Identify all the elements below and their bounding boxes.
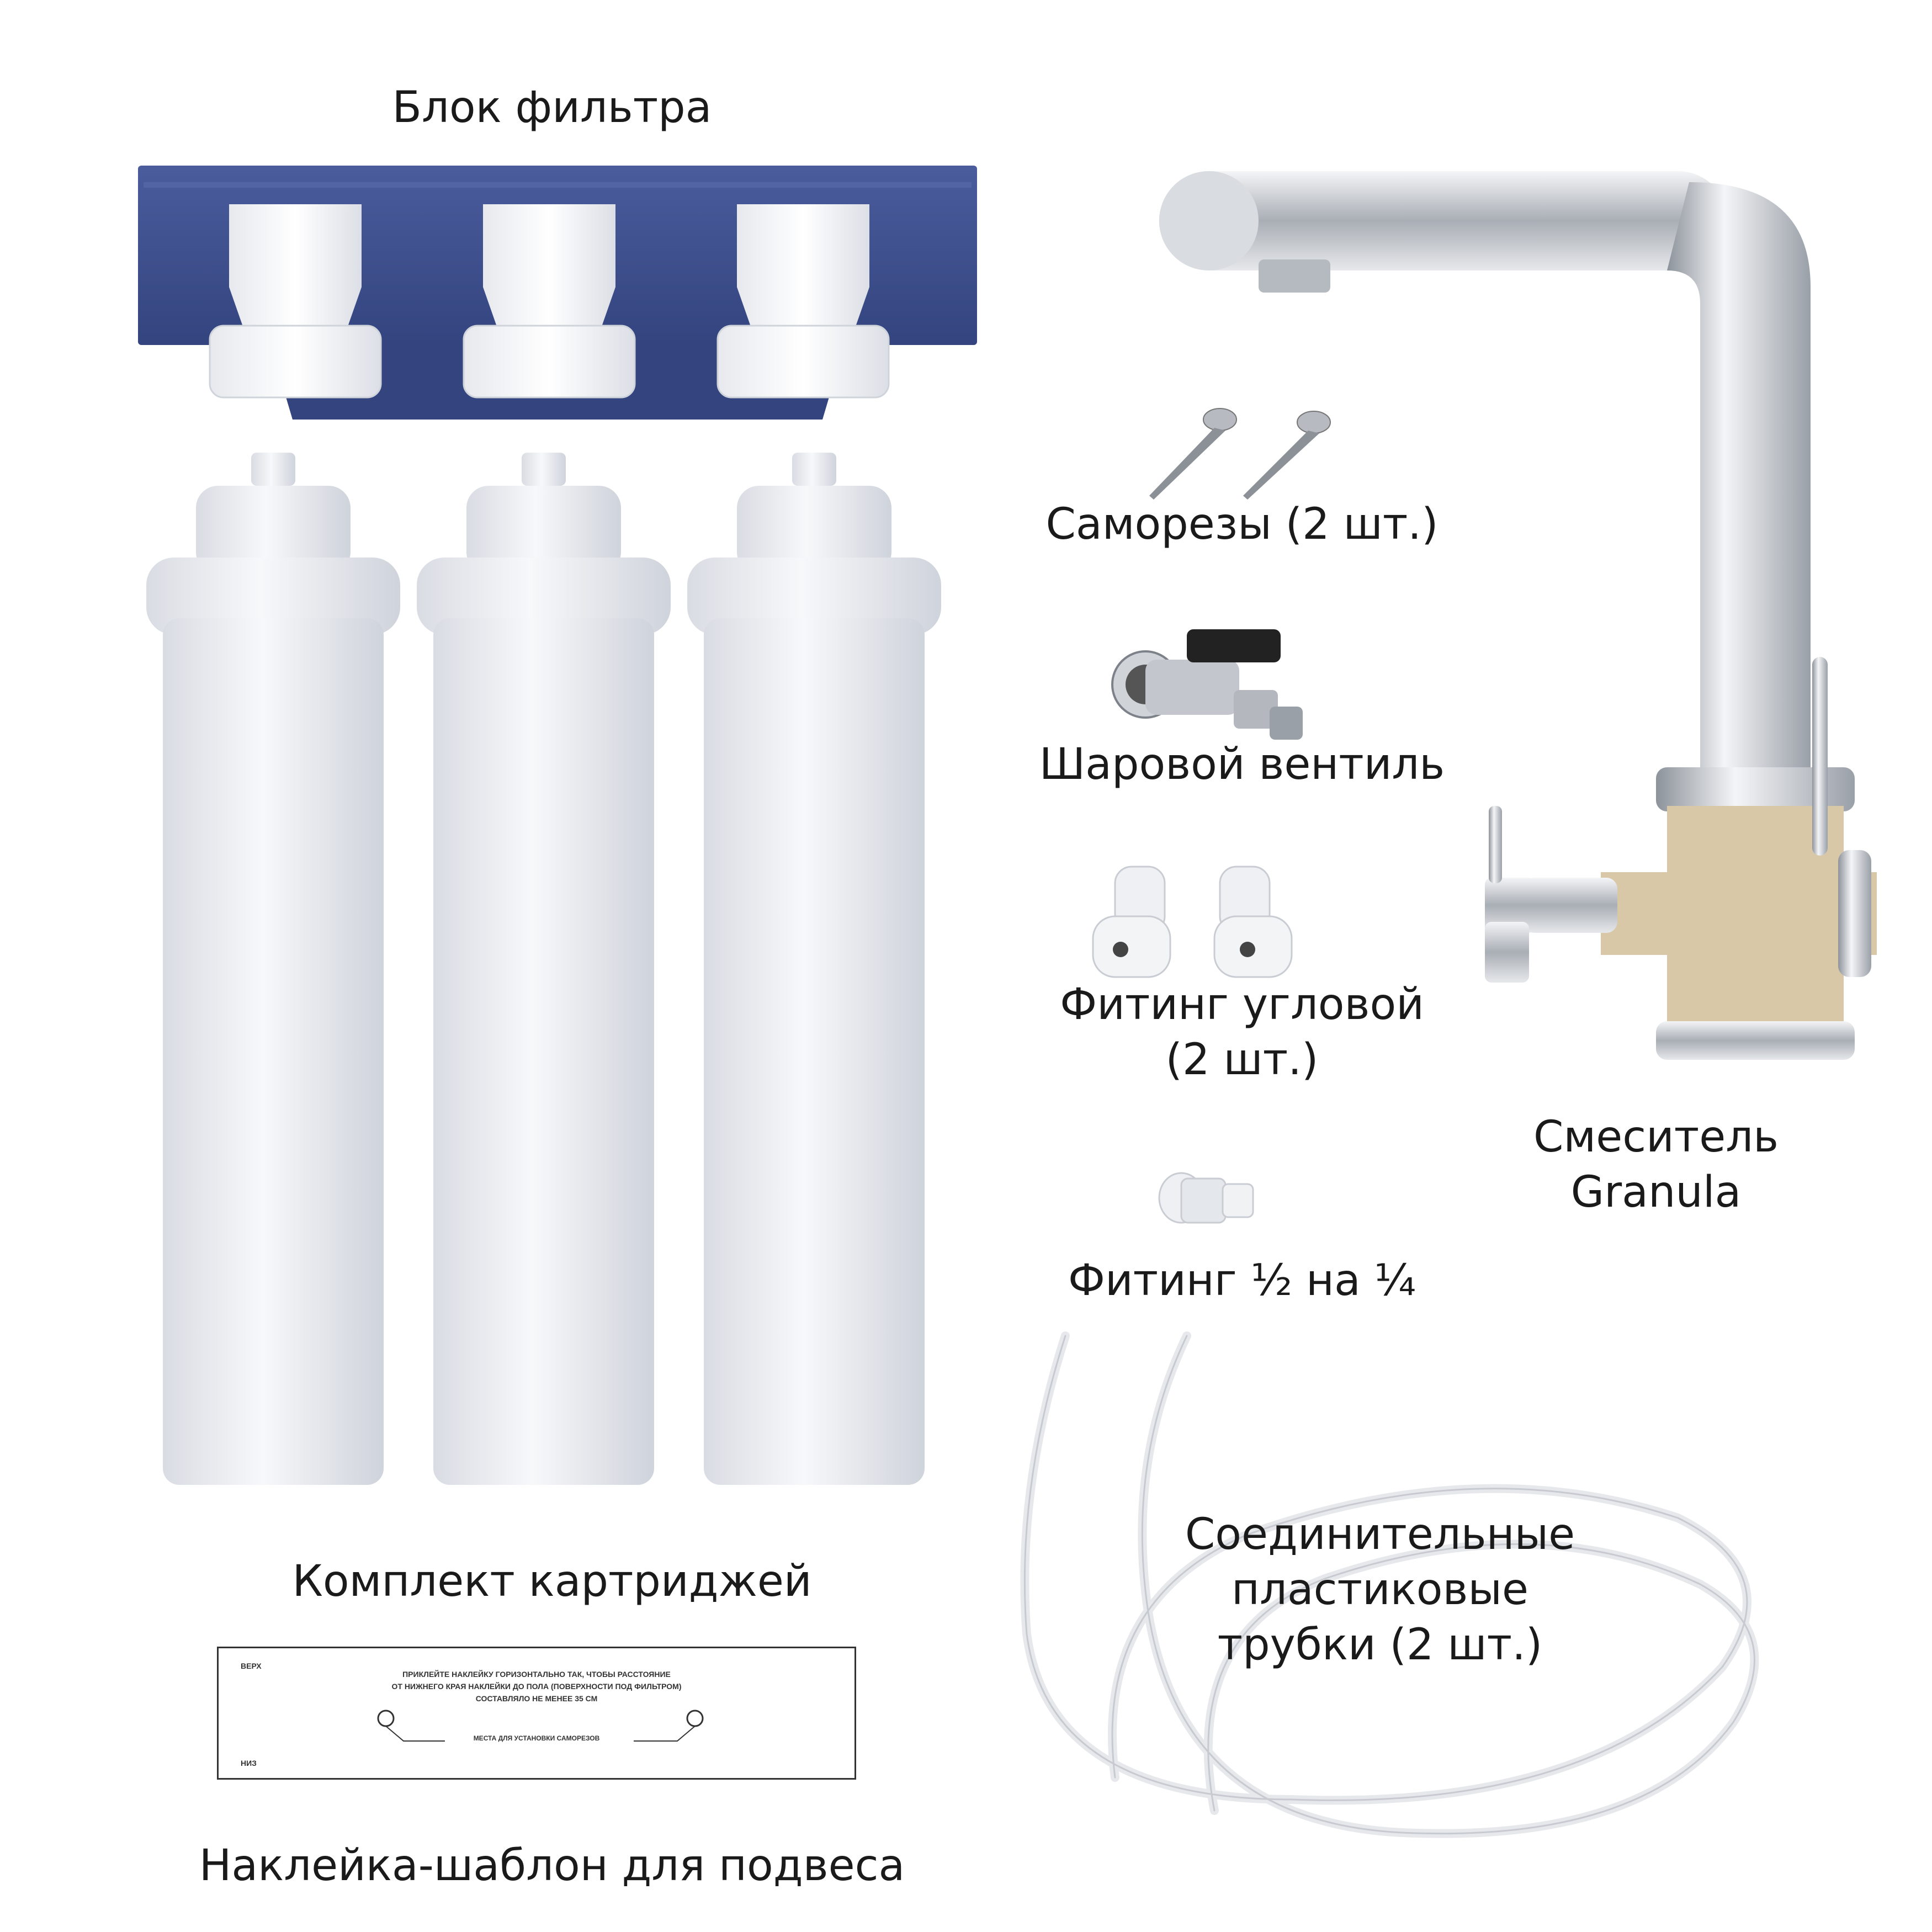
screws-image: [1149, 408, 1331, 500]
angle-fittings-image: [1092, 866, 1293, 978]
cartridges-image: [146, 453, 941, 1485]
faucet-label-line-1: Смеситель: [1533, 1112, 1779, 1162]
cartridge-2: [417, 453, 671, 1485]
tubes-image: [1020, 1331, 1759, 1838]
filter-head-3: [716, 204, 890, 399]
ball-valve-image: [1111, 629, 1303, 740]
adapter-fitting-label: Фитинг ½ на ¼: [1068, 1256, 1416, 1305]
angle-fitting-label-line-2: (2 шт.): [1165, 1035, 1319, 1085]
ball-valve-label: Шаровой вентиль: [1039, 740, 1445, 789]
sticker-hole-lines: [377, 1710, 704, 1742]
tubes-label-line-1: Соединительные: [1185, 1510, 1575, 1559]
sticker-template: ВЕРХ ПРИКЛЕЙТЕ НАКЛЕЙКУ ГОРИЗОНТАЛЬНО ТА…: [217, 1647, 856, 1780]
angle-fitting-2: [1213, 866, 1293, 978]
angle-fitting-label: Фитинг угловой (2 шт.): [994, 977, 1490, 1087]
tubes-label-line-2: пластиковые: [1231, 1565, 1529, 1615]
sticker-holes-label: МЕСТА ДЛЯ УСТАНОВКИ САМОРЕЗОВ: [473, 1734, 600, 1742]
sticker-instruction: ПРИКЛЕЙТЕ НАКЛЕЙКУ ГОРИЗОНТАЛЬНО ТАК, ЧТ…: [391, 1670, 682, 1703]
sticker-label: Наклейка-шаблон для подвеса: [199, 1841, 905, 1891]
tubes-label: Соединительные пластиковые трубки (2 шт.…: [1132, 1507, 1628, 1673]
faucet-label: Смеситель Granula: [1463, 1110, 1849, 1220]
faucet-image: [1159, 171, 1877, 1060]
cartridges-label: Комплект картриджей: [292, 1557, 812, 1606]
screws-label: Саморезы (2 шт.): [1045, 500, 1439, 549]
faucet-label-line-2: Granula: [1570, 1167, 1742, 1217]
filter-block-label: Блок фильтра: [392, 83, 712, 132]
filter-head-2: [463, 204, 636, 399]
screw-1: [1149, 408, 1237, 500]
angle-fitting-label-line-1: Фитинг угловой: [1060, 980, 1424, 1029]
cartridge-3: [687, 453, 941, 1485]
filter-block-image: [138, 166, 977, 420]
angle-fitting-1: [1092, 866, 1171, 978]
sticker-top-mark: ВЕРХ: [241, 1662, 262, 1670]
screw-2: [1243, 411, 1331, 500]
tubes-label-line-3: трубки (2 шт.): [1217, 1620, 1543, 1670]
adapter-fitting-image: [1158, 1172, 1254, 1224]
cartridge-1: [146, 453, 400, 1485]
filter-head-1: [209, 204, 382, 399]
sticker-bottom-mark: НИЗ: [241, 1759, 257, 1768]
